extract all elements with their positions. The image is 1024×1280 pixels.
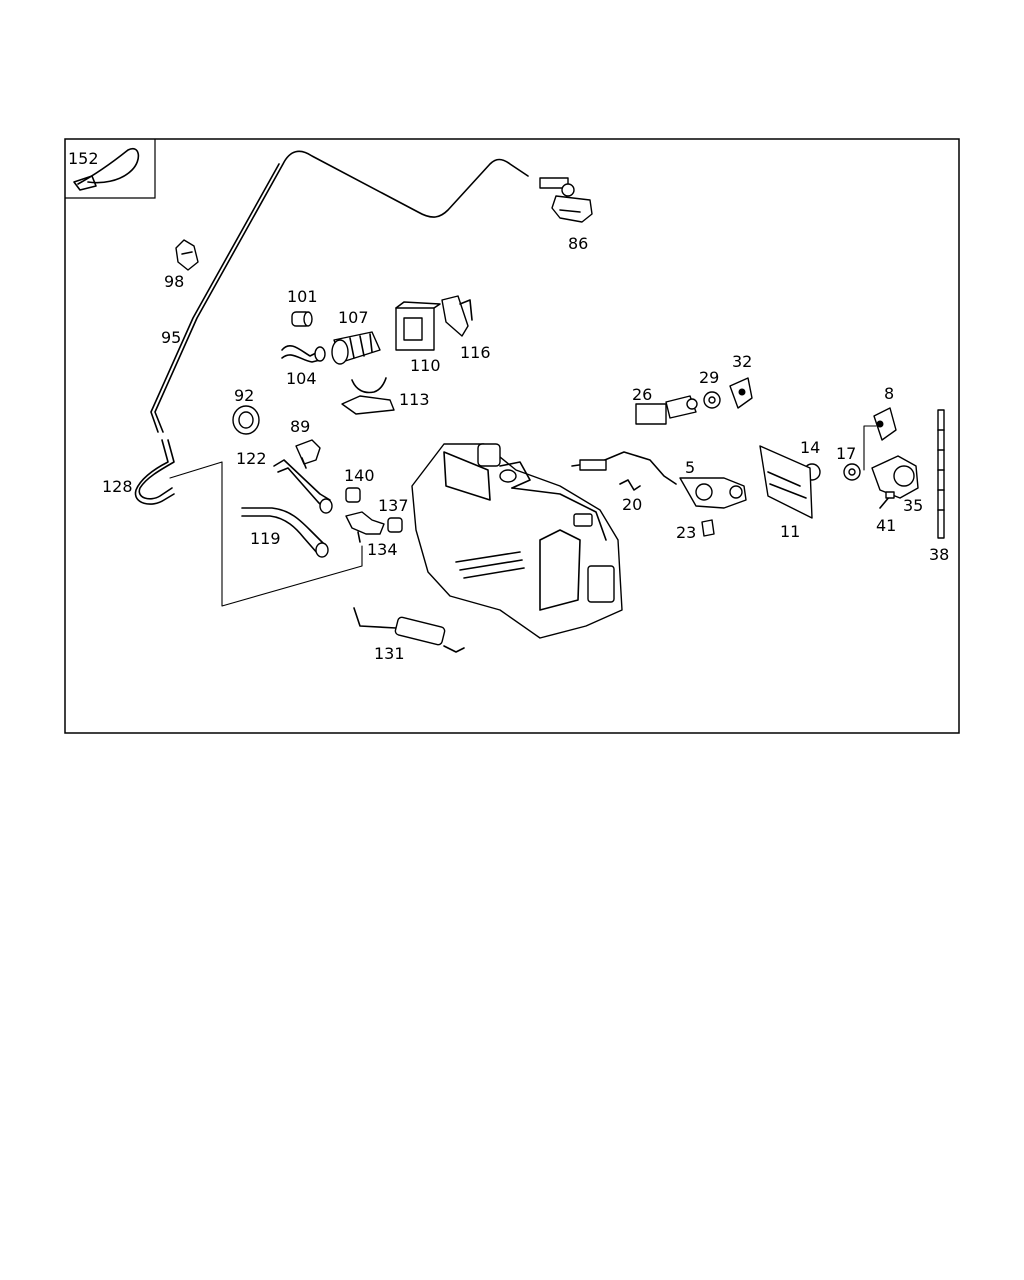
part-23-fitting bbox=[701, 519, 715, 537]
part-107-valve bbox=[331, 331, 381, 365]
label-32: 32 bbox=[732, 352, 752, 371]
label-29: 29 bbox=[699, 368, 719, 387]
label-41: 41 bbox=[876, 516, 896, 535]
part-89-connector bbox=[295, 439, 321, 469]
label-122: 122 bbox=[236, 449, 267, 468]
label-5: 5 bbox=[685, 458, 695, 477]
label-98: 98 bbox=[164, 272, 184, 291]
part-38-strip bbox=[937, 409, 945, 539]
part-128-hose bbox=[134, 439, 175, 505]
label-26: 26 bbox=[632, 385, 652, 404]
part-29-nut bbox=[703, 391, 721, 409]
label-137: 137 bbox=[378, 496, 409, 515]
label-8: 8 bbox=[884, 384, 894, 403]
label-107: 107 bbox=[338, 308, 369, 327]
label-89: 89 bbox=[290, 417, 310, 436]
part-122-pipe bbox=[273, 459, 333, 514]
part-11-bracket bbox=[759, 445, 813, 519]
label-101: 101 bbox=[287, 287, 318, 306]
part-137-cap bbox=[387, 517, 403, 533]
label-23: 23 bbox=[676, 523, 696, 542]
part-86-valve bbox=[539, 177, 593, 223]
part-116-bracket bbox=[441, 295, 473, 337]
part-113-clamp bbox=[341, 377, 395, 415]
label-35: 35 bbox=[903, 496, 923, 515]
label-38: 38 bbox=[929, 545, 949, 564]
part-20-clip bbox=[619, 479, 641, 491]
part-152-cable-tie bbox=[65, 139, 156, 199]
label-17: 17 bbox=[836, 444, 856, 463]
part-101-fitting bbox=[291, 311, 313, 327]
diagram-frame bbox=[64, 138, 960, 734]
fuel-tank bbox=[411, 443, 623, 639]
part-131-line bbox=[353, 607, 465, 653]
label-128: 128 bbox=[102, 477, 133, 496]
label-113: 113 bbox=[399, 390, 430, 409]
part-134-fitting bbox=[345, 511, 385, 543]
label-140: 140 bbox=[344, 466, 375, 485]
label-119: 119 bbox=[250, 529, 281, 548]
label-131: 131 bbox=[374, 644, 405, 663]
label-20: 20 bbox=[622, 495, 642, 514]
part-119-hose bbox=[241, 507, 329, 558]
part-17-nut bbox=[843, 425, 877, 481]
label-92: 92 bbox=[234, 386, 254, 405]
part-5-pump bbox=[571, 451, 747, 509]
label-86: 86 bbox=[568, 234, 588, 253]
label-116: 116 bbox=[460, 343, 491, 362]
label-110: 110 bbox=[410, 356, 441, 375]
part-110-bracket bbox=[395, 301, 441, 351]
part-41-screw bbox=[879, 491, 895, 509]
part-104-hose bbox=[281, 345, 326, 363]
part-95-pipe bbox=[150, 150, 529, 433]
group-bracket bbox=[169, 461, 363, 607]
part-92-grommet bbox=[232, 405, 260, 435]
label-104: 104 bbox=[286, 369, 317, 388]
part-26-sender bbox=[635, 395, 698, 425]
part-8-cap bbox=[873, 407, 897, 441]
part-98-clip bbox=[175, 239, 199, 271]
label-14: 14 bbox=[800, 438, 820, 457]
label-152: 152 bbox=[68, 149, 99, 168]
label-11: 11 bbox=[780, 522, 800, 541]
part-35-pump bbox=[871, 455, 919, 499]
label-95: 95 bbox=[161, 328, 181, 347]
label-134: 134 bbox=[367, 540, 398, 559]
part-32-cap bbox=[729, 377, 753, 409]
part-140-plug bbox=[345, 487, 361, 503]
